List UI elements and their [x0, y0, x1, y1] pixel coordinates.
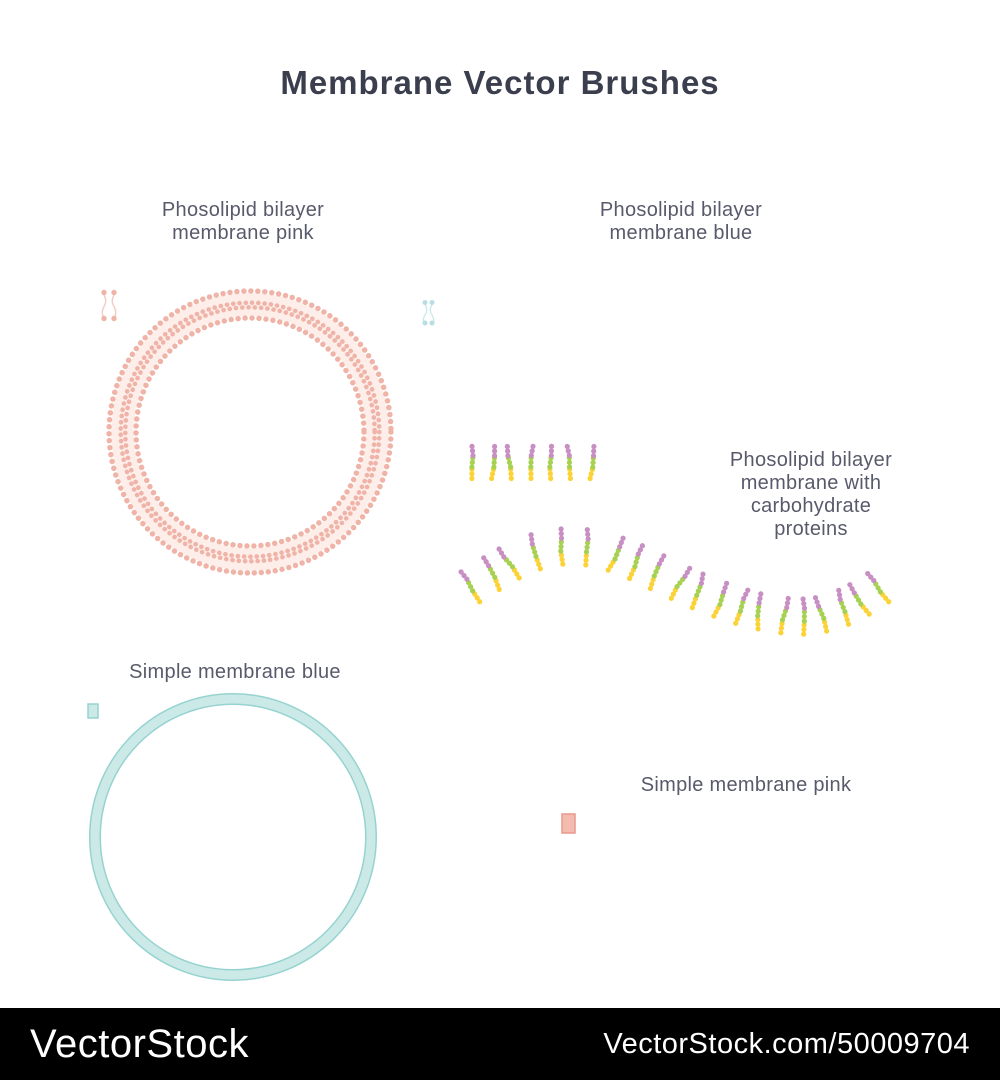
- protein-bead-segment: [479, 552, 492, 569]
- blue-lipid-swatch-icon: [422, 300, 435, 326]
- membrane-figure: [87, 0, 1000, 981]
- caption-carb-proteins: Phosolipid bilayer membrane with carbohy…: [729, 449, 893, 540]
- protein-bead-segment: [811, 591, 822, 610]
- protein-bead-segment: [845, 578, 857, 596]
- carb-membrane-straight: [456, 441, 618, 506]
- phospholipid-bilayer-wave-blue: [458, 286, 886, 389]
- protein-bead-segment: [756, 587, 765, 606]
- protein-bead-segment: [635, 539, 647, 557]
- watermark-bar: VectorStock VectorStock.com/50009704: [0, 1008, 1000, 1080]
- watermark-url: VectorStock.com/50009704: [603, 1027, 970, 1060]
- protein-bead-segment: [741, 584, 752, 602]
- protein-bead-segment: [564, 441, 572, 459]
- caption-simple-pink: Simple membrane pink: [640, 774, 852, 796]
- carbohydrate-proteins-wave: [456, 522, 892, 637]
- simple-membrane-blue-circle: [89, 693, 377, 981]
- protein-bead-segment: [862, 568, 877, 584]
- protein-bead-segment: [835, 584, 843, 603]
- protein-bead-segment: [617, 532, 627, 550]
- caption-phospholipid-blue: Phosolipid bilayer membrane blue: [599, 199, 763, 244]
- protein-bead-segment: [469, 441, 476, 459]
- protein-bead-segment: [721, 577, 731, 595]
- protein-bead-segment: [456, 566, 470, 582]
- carb-membrane-wave: [456, 522, 898, 662]
- pink-swatch-icon: [561, 813, 576, 834]
- caption-simple-blue: Simple membrane blue: [129, 661, 341, 683]
- phospholipid-bilayer-ring-pink: [106, 288, 394, 576]
- protein-bead-segment: [528, 528, 535, 547]
- protein-bead-segment: [528, 441, 536, 459]
- vectorstock-logo: VectorStock: [30, 1021, 249, 1066]
- protein-bead-segment: [784, 592, 792, 611]
- protein-bead-segment: [494, 543, 507, 560]
- protein-bead-segment: [682, 562, 695, 579]
- protein-bead-segment: [504, 441, 511, 459]
- protein-bead-segment: [698, 567, 707, 586]
- simple-membrane-pink-path: [562, 873, 910, 932]
- page-title: Membrane Vector Brushes: [280, 64, 720, 101]
- protein-bead-segment: [656, 550, 669, 567]
- teal-swatch-icon: [87, 703, 99, 719]
- carbohydrate-proteins-straight: [469, 441, 597, 482]
- pink-lipid-swatch-icon: [101, 289, 117, 322]
- protein-bead-segment: [590, 441, 597, 459]
- caption-phospholipid-pink: Phosolipid bilayer membrane pink: [161, 199, 325, 244]
- protein-bead-segment: [799, 592, 808, 611]
- protein-bead-segment: [584, 523, 591, 542]
- protein-bead-segment: [558, 522, 565, 541]
